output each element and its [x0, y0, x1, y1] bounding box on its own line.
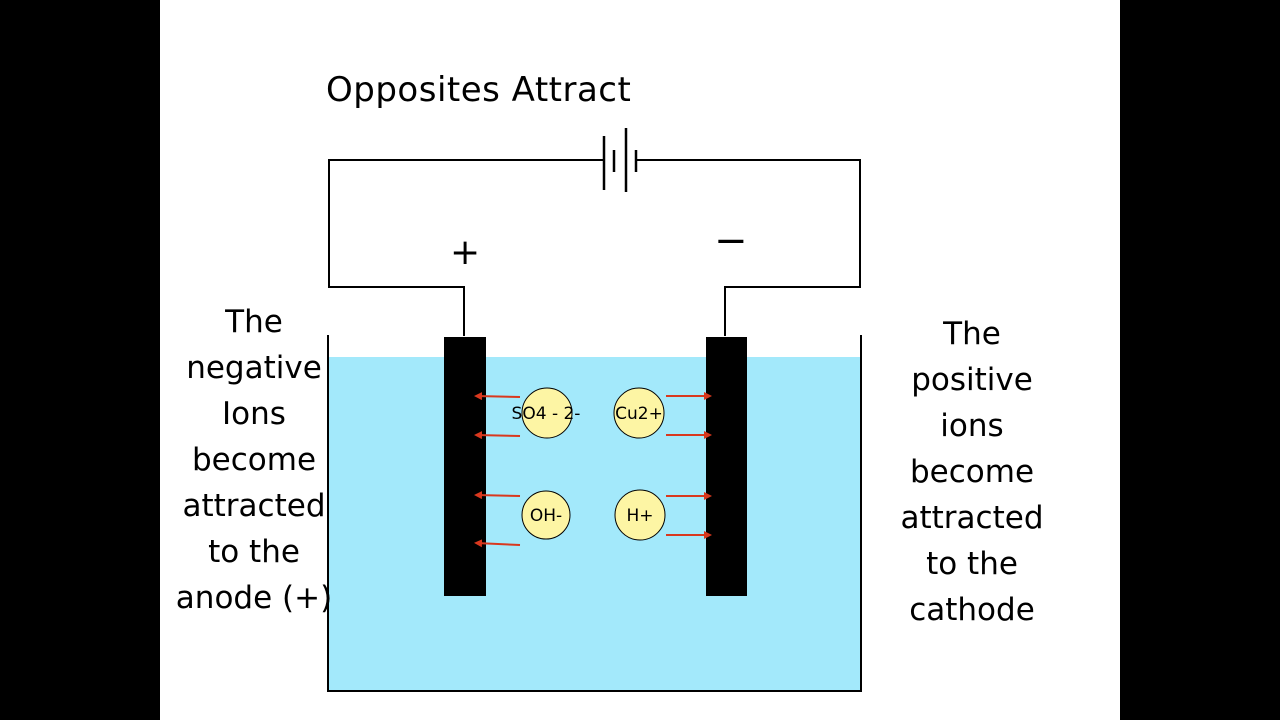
- ion-hydrogen: H+: [614, 489, 666, 541]
- cathode-explanation-line: become: [909, 454, 1035, 490]
- circuit-wire: [328, 159, 861, 336]
- ion-hydrogen-label: H+: [626, 506, 653, 526]
- battery-icon: [602, 128, 638, 192]
- anode-explanation-line: attracted: [182, 488, 326, 524]
- beaker: [327, 335, 862, 692]
- anode-explanation-line: negative: [186, 350, 322, 386]
- cathode-explanation-line: to the: [926, 546, 1018, 582]
- anode-explanation-line: to the: [208, 534, 300, 570]
- ion-hydroxide-label: OH-: [530, 506, 562, 526]
- ion-copper: Cu2+: [613, 387, 665, 439]
- anode-plus-sign: +: [450, 232, 481, 273]
- slide-title: Opposites Attract: [326, 70, 632, 110]
- ion-hydroxide: OH-: [521, 490, 571, 540]
- electrolysis-diagram: SO4 - 2- Cu2+ OH- H+: [327, 128, 862, 692]
- anode-explanation: The negative Ions become attracted to th…: [156, 299, 352, 621]
- cathode-electrode: [706, 337, 747, 596]
- anode-explanation-line: The: [225, 304, 283, 340]
- ion-copper-label: Cu2+: [615, 404, 663, 424]
- electrolyte-solution: [328, 357, 861, 691]
- anode-arrows: [474, 392, 521, 548]
- cathode-explanation: The positive ions become attracted to th…: [878, 311, 1066, 633]
- anode-explanation-line: Ions: [222, 396, 286, 432]
- cathode-arrows: [666, 392, 712, 539]
- cathode-explanation-line: The: [943, 316, 1001, 352]
- cathode-explanation-line: cathode: [909, 592, 1035, 628]
- anode-explanation-line: become: [191, 442, 317, 478]
- cathode-minus-sign: −: [714, 218, 748, 264]
- cathode-explanation-line: positive: [911, 362, 1033, 398]
- anode-electrode: [444, 337, 486, 596]
- slide: Opposites Attract: [160, 0, 1120, 720]
- ion-sulfate: SO4 - 2-: [512, 387, 581, 439]
- cathode-explanation-line: attracted: [900, 500, 1044, 536]
- cathode-explanation-line: ions: [940, 408, 1004, 444]
- ion-sulfate-label: SO4 - 2-: [512, 404, 581, 424]
- anode-explanation-line: anode (+): [175, 580, 333, 616]
